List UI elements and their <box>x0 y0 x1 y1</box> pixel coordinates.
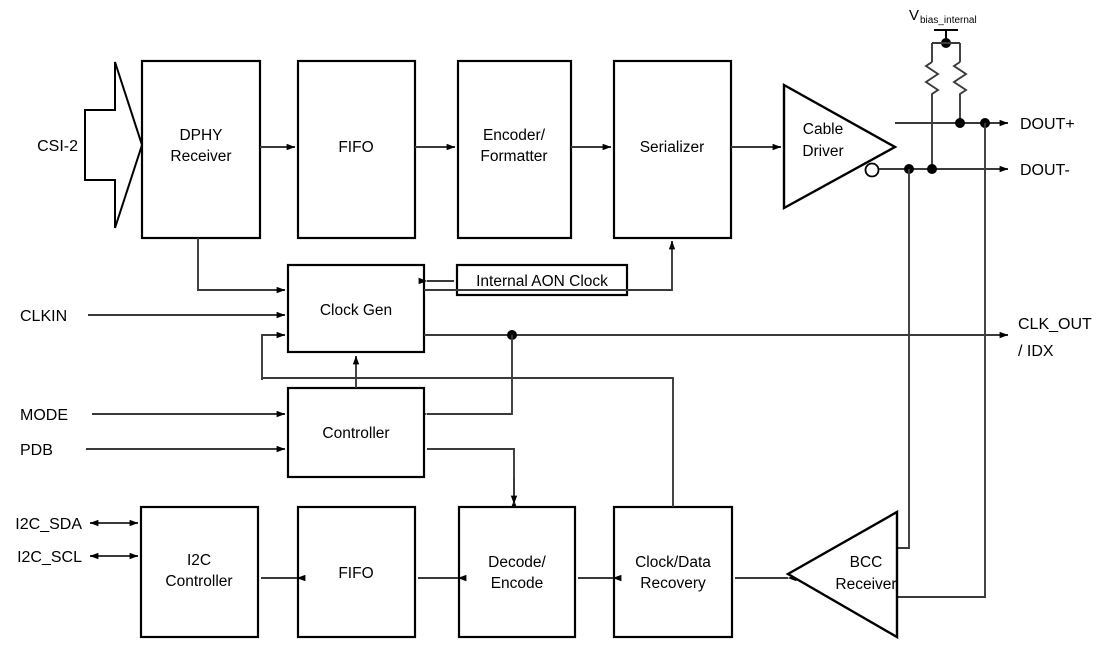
block-serializer[interactable] <box>612 59 733 240</box>
block-clock-data-recovery-label-2: Recovery <box>640 575 706 592</box>
amp-cable-driver[interactable] <box>782 82 898 211</box>
wire-loop-to-clockgen <box>261 331 286 380</box>
block-internal-aon-clock-label: Internal AON Clock <box>476 273 608 290</box>
amp-cable-driver-label-2: Driver <box>802 143 843 160</box>
block-encoder-formatter-label-2: Formatter <box>480 148 547 165</box>
block-i2c-controller-label-1: I2C <box>187 552 211 569</box>
wire-cdr-loop <box>262 377 674 507</box>
block-encoder-formatter[interactable] <box>456 59 573 240</box>
block-clock-data-recovery[interactable] <box>612 505 734 639</box>
csi2-label: CSI-2 <box>37 138 78 155</box>
wire-dphy-to-clockgen <box>197 238 286 294</box>
block-clock-data-recovery-label-1: Clock/Data <box>635 554 711 571</box>
wire-clockgen-to-serializer <box>424 240 676 291</box>
block-dphy-receiver[interactable] <box>140 59 262 240</box>
clk-out-label-1: CLK_OUT <box>1018 316 1092 333</box>
block-encoder-formatter-label-1: Encoder/ <box>483 127 546 144</box>
block-decode-encode-label-2: Encode <box>491 575 544 592</box>
block-i2c-controller-label-2: Controller <box>165 573 232 590</box>
bias-label-main: V <box>909 7 919 24</box>
block-clock-gen-label: Clock Gen <box>320 302 392 319</box>
dout-plus-label: DOUT+ <box>1020 116 1075 133</box>
block-decode-encode[interactable] <box>457 505 577 639</box>
i2c-scl-label: I2C_SCL <box>17 549 82 566</box>
clkin-label: CLKIN <box>20 308 67 325</box>
bias-network <box>924 29 968 169</box>
block-fifo-bottom-label: FIFO <box>338 565 373 582</box>
wire-dout-minus-to-bcc <box>897 169 910 549</box>
wire-clockgen-to-controller <box>418 335 513 418</box>
dot-dout-plus-bias <box>955 118 965 128</box>
mode-label: MODE <box>20 407 68 424</box>
csi2-bus-arrow <box>84 61 144 229</box>
block-clock-gen[interactable] <box>286 263 426 354</box>
dot-dout-minus-bias <box>927 164 937 174</box>
block-decode-encode-label-1: Decode/ <box>488 554 546 571</box>
i2c-sda-label: I2C_SDA <box>15 516 82 533</box>
amp-bcc-receiver[interactable] <box>785 509 899 640</box>
wire-controller-to-decode <box>427 448 518 509</box>
block-fifo-top-label: FIFO <box>338 139 373 156</box>
block-serializer-label: Serializer <box>640 139 705 156</box>
amp-bcc-receiver-label-2: Receiver <box>835 576 896 593</box>
block-dphy-receiver-label-2: Receiver <box>170 148 231 165</box>
block-fifo-bottom[interactable] <box>296 505 417 639</box>
block-controller[interactable] <box>286 386 426 479</box>
block-i2c-controller[interactable] <box>139 505 260 639</box>
block-fifo-top[interactable] <box>296 59 417 240</box>
pdb-label: PDB <box>20 442 53 459</box>
clk-out-label-2: / IDX <box>1018 343 1054 360</box>
bias-label-sub: bias_internal <box>920 15 977 26</box>
amp-cable-driver-label-1: Cable <box>803 121 844 138</box>
dout-minus-label: DOUT- <box>1020 162 1070 179</box>
wire-dout-plus-to-bcc <box>897 123 986 598</box>
amp-bcc-receiver-label-1: BCC <box>850 554 883 571</box>
inverting-bubble-icon <box>864 162 880 178</box>
block-dphy-receiver-label-1: DPHY <box>179 127 222 144</box>
block-controller-label: Controller <box>322 425 389 442</box>
